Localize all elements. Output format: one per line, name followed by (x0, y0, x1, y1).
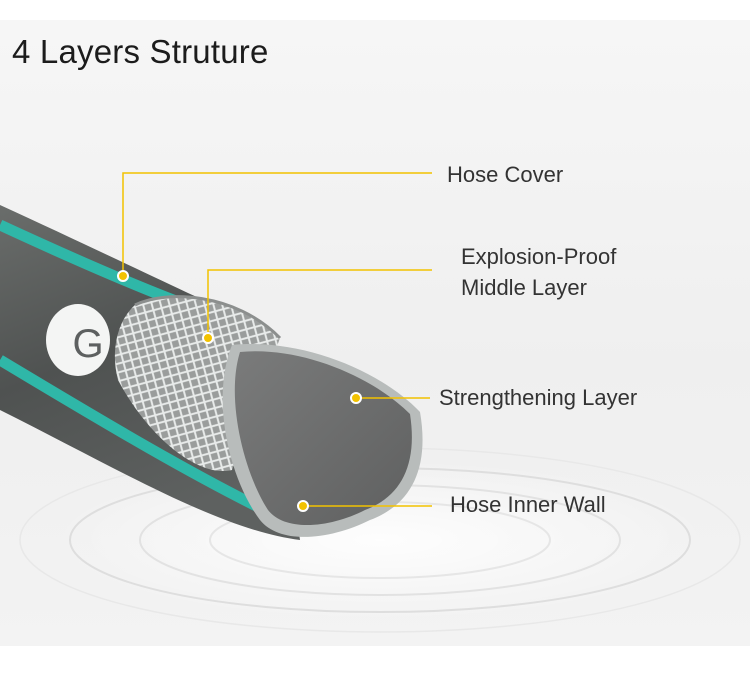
brand-letter: G (72, 322, 103, 366)
marker-strengthening (350, 392, 362, 404)
marker-inner-wall (297, 500, 309, 512)
label-hose-cover: Hose Cover (447, 162, 564, 187)
inner-wall-surface (234, 351, 412, 526)
label-strengthening-layer: Strengthening Layer (439, 385, 638, 410)
label-explosion-proof-line2: Middle Layer (461, 275, 587, 300)
leader-middle-layer (207, 269, 432, 338)
leader-hose-cover (122, 172, 432, 276)
leader-lines (122, 172, 432, 507)
marker-middle-layer (202, 332, 214, 344)
marker-hose-cover (117, 270, 129, 282)
label-hose-inner-wall: Hose Inner Wall (450, 492, 606, 517)
page-title: 4 Layers Struture (12, 33, 269, 70)
brand-logo (46, 304, 110, 376)
label-explosion-proof-line1: Explosion-Proof (461, 244, 617, 269)
